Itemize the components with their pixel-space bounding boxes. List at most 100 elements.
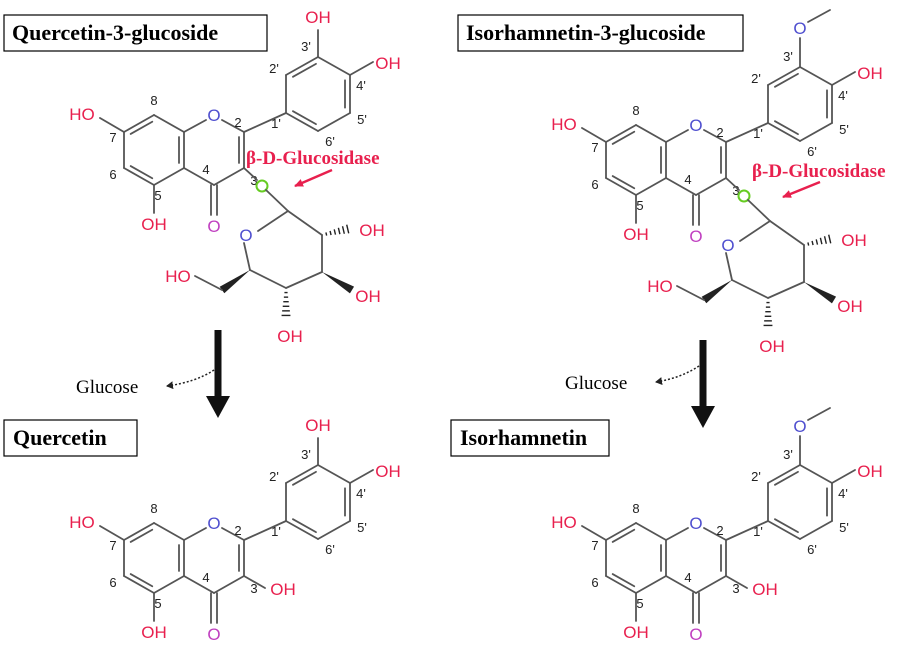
bond-c2-b1: [725, 520, 769, 541]
bond-b5-b6: [799, 520, 833, 540]
dbond-c7-c8: [129, 528, 154, 543]
bond-b2-b3: [767, 464, 801, 484]
hashed-c2-oh: [815, 239, 819, 245]
atom-number-2: 2: [234, 115, 241, 130]
bond-c3-c4: [213, 167, 245, 186]
bond-c8a-o1: [183, 527, 207, 541]
dbond-c7-c8: [611, 130, 636, 145]
bond-c8a-o1: [665, 527, 689, 541]
dbond-c5-c6: [129, 165, 154, 180]
bond-c3-oh: [243, 575, 266, 589]
bond-c4-c4a: [665, 575, 697, 594]
bond-c4a-c5: [635, 177, 667, 196]
wedge-c3-oh: [322, 272, 355, 294]
bond-methoxy-ch3: [807, 407, 831, 421]
bond-g5-g4: [731, 279, 769, 299]
bond-c8-c8a: [635, 522, 667, 541]
bond-b6-b1: [285, 520, 319, 540]
atom-number-8: 8: [150, 501, 157, 516]
oh-3-label: OH: [270, 580, 296, 599]
reaction-arrow-right: [691, 340, 715, 428]
glucose-ring-o-label: O: [239, 226, 252, 245]
bond-b3-b4: [799, 66, 833, 86]
title-quercetin: Quercetin: [13, 425, 107, 450]
bond-c4p-oh: [831, 469, 856, 484]
glucose-oh-3-label: OH: [837, 297, 863, 316]
dbond-b2-b3: [774, 470, 799, 486]
title-box-i3g: [457, 14, 744, 52]
carbonyl-o-label: O: [689, 227, 702, 246]
hashed-c2-oh: [807, 242, 810, 246]
atom-number-4': 4': [838, 88, 848, 103]
oh-4p-label: OH: [857, 462, 883, 481]
dbond-b2-b3: [774, 72, 799, 88]
atom-number-2: 2: [234, 523, 241, 538]
bond-b5-b6: [317, 112, 351, 132]
oh-3p-label: OH: [305, 416, 331, 435]
atom-number-6: 6: [109, 167, 116, 182]
dbond-b2-b3: [292, 470, 317, 486]
carbonyl-o-label: O: [207, 217, 220, 236]
bond-c7-ho: [581, 127, 607, 143]
bond-o1-c2: [221, 527, 245, 541]
bond-c7-c8: [605, 124, 637, 143]
bond-c2-b1: [243, 112, 287, 133]
bond-o1-c2: [703, 527, 727, 541]
bond-b3-b4: [317, 464, 351, 484]
atom-number-2': 2': [751, 71, 761, 86]
dbond-b6-b1: [292, 518, 317, 534]
glucose-label-right: Glucose: [565, 373, 627, 394]
atom-number-6': 6': [807, 144, 817, 159]
bond-c7-ho: [99, 117, 125, 133]
hashed-c2-oh: [333, 229, 337, 235]
glucose-ring-o-label: O: [721, 236, 734, 255]
atom-number-7: 7: [591, 538, 598, 553]
hashed-c2-oh: [325, 232, 328, 236]
reaction-arrow-left: [206, 330, 230, 418]
bond-c8a-o1: [183, 119, 207, 133]
wedge-c5-ch2: [219, 270, 250, 294]
bond-ch2-oh: [194, 275, 223, 291]
oh-5-label: OH: [141, 623, 167, 642]
atom-number-6': 6': [325, 134, 335, 149]
bond-o1-c2: [703, 129, 727, 143]
atom-number-6': 6': [325, 542, 335, 557]
carbonyl-o-label: O: [689, 625, 702, 643]
atom-number-5': 5': [839, 122, 849, 137]
atom-number-6: 6: [591, 575, 598, 590]
bond-c8-c8a: [153, 522, 185, 541]
glycosidic-o-marker: [255, 179, 269, 193]
atom-number-5: 5: [154, 188, 161, 203]
bond-c4p-oh: [349, 469, 374, 484]
ring-o-label: O: [207, 514, 220, 533]
bond-c7-c8: [123, 522, 155, 541]
bond-c5-c6: [123, 167, 155, 186]
dbond-b2-b3: [292, 62, 317, 78]
bond-c5-c6: [605, 575, 637, 594]
enzyme-label-left: β-D-Glucosidase: [246, 148, 380, 169]
hashed-c2-oh: [819, 237, 823, 245]
atom-number-2: 2: [716, 125, 723, 140]
ring-o-label: O: [207, 106, 220, 125]
bond-c5-c6: [123, 575, 155, 594]
dbond-c5-c6: [611, 573, 636, 588]
glucose-arrow-left: [166, 369, 215, 390]
oh-3-label: OH: [752, 580, 778, 599]
oh-5-label: OH: [623, 225, 649, 244]
bond-b3-b4: [317, 56, 351, 76]
dbond-c5-c6: [611, 175, 636, 190]
bond-g2-g1: [287, 210, 323, 236]
methoxy-o-label: O: [793, 19, 806, 38]
atom-number-8: 8: [632, 103, 639, 118]
atom-number-3': 3': [783, 447, 793, 462]
ring-o-label: O: [689, 116, 702, 135]
bond-g4-g3: [285, 271, 323, 289]
atom-number-5': 5': [839, 520, 849, 535]
atom-number-8: 8: [150, 93, 157, 108]
dbond-b6-b1: [774, 518, 799, 534]
oh-4p-label: OH: [857, 64, 883, 83]
atom-number-4': 4': [838, 486, 848, 501]
